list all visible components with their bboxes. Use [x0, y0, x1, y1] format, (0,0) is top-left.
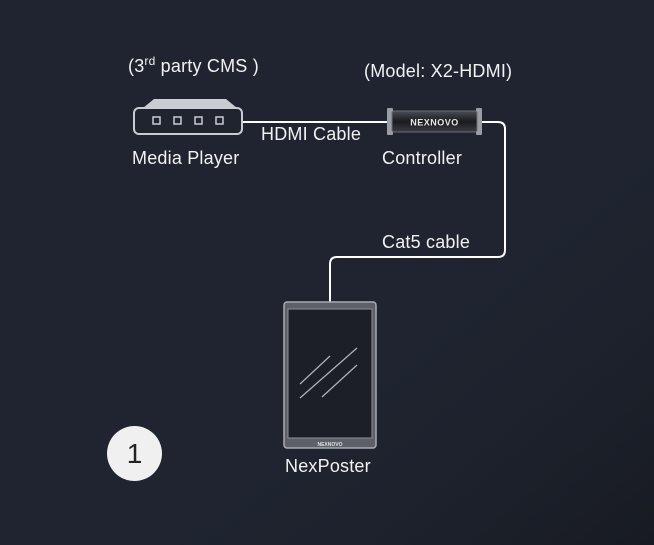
nexposter-label: NexPoster: [285, 456, 371, 476]
controller-brand-text: NEXNOVO: [410, 118, 459, 128]
cat5-cable-label: Cat5 cable: [382, 232, 471, 252]
nexposter-icon: NEXNOVO: [283, 301, 377, 449]
cat5-cable-line: [329, 121, 506, 302]
controller-icon: NEXNOVO: [387, 108, 482, 135]
model-label: (Model: X2-HDMI): [364, 61, 513, 81]
media-player-icon: [133, 99, 243, 135]
hdmi-cable-label: HDMI Cable: [261, 124, 362, 144]
cms-label: (3rd party CMS ): [128, 54, 259, 76]
nexposter-brand-text: NEXNOVO: [317, 442, 342, 448]
controller-label: Controller: [382, 148, 463, 168]
step-number-badge: 1: [107, 426, 162, 481]
media-player-label: Media Player: [132, 148, 240, 168]
